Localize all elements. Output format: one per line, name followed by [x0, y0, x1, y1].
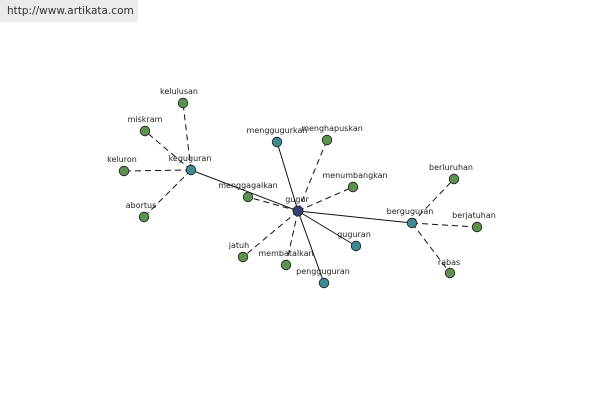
edge-berguguran-berjatuhan [411, 222, 478, 228]
node-menggugurkan[interactable] [271, 136, 283, 148]
edge-berguguran-rabas [411, 222, 451, 274]
node-kelulusan[interactable] [177, 97, 189, 109]
node-label-jatuh: jatuh [228, 241, 249, 250]
node-keluron[interactable] [118, 165, 130, 177]
node-layer [118, 97, 483, 289]
source-url-text[interactable]: http://www.artikata.com [7, 5, 134, 17]
node-menggagalkan[interactable] [242, 191, 254, 203]
node-label-menumbangkan: menumbangkan [322, 171, 387, 180]
edge-gugur-menumbangkan [297, 186, 354, 212]
node-label-menghapuskan: menghapuskan [301, 124, 363, 133]
edge-berguguran-berluruhan [411, 178, 455, 224]
node-label-berluruhan: berluruhan [429, 163, 473, 172]
node-pengguguran[interactable] [318, 277, 330, 289]
node-label-menggagalkan: menggagalkan [218, 181, 278, 190]
node-berguguran[interactable] [406, 217, 418, 229]
edge-gugur-menghapuskan [297, 139, 328, 212]
node-label-gugur: gugur [285, 195, 309, 204]
node-gugur[interactable] [292, 205, 304, 217]
node-menumbangkan[interactable] [347, 181, 359, 193]
edge-gugur-menggugurkan [276, 141, 299, 212]
edge-keguguran-keluron [123, 169, 192, 172]
edge-keguguran-miskram [144, 130, 192, 171]
node-keguguran[interactable] [185, 164, 197, 176]
node-label-kelulusan: kelulusan [160, 87, 198, 96]
edge-gugur-menggagalkan [247, 196, 299, 212]
edge-gugur-guguran [297, 210, 357, 247]
edge-gugur-pengguguran [297, 210, 325, 284]
label-layer: gugur keguguran berguguran menggugurkan gugu… [107, 87, 496, 276]
edge-keguguran-kelulusan [182, 102, 192, 171]
node-berluruhan[interactable] [448, 173, 460, 185]
node-membatalkan[interactable] [280, 259, 292, 271]
node-label-berjatuhan: berjatuhan [452, 211, 496, 220]
node-jatuh[interactable] [237, 251, 249, 263]
node-label-guguran: guguran [337, 230, 371, 239]
node-label-rabas: rabas [438, 258, 460, 267]
node-label-berguguran: berguguran [387, 207, 434, 216]
node-label-abortus: abortus [126, 201, 157, 210]
edge-gugur-berguguran [297, 210, 413, 224]
node-label-keguguran: keguguran [169, 154, 212, 163]
node-label-keluron: keluron [107, 155, 137, 164]
edge-gugur-jatuh [242, 210, 299, 258]
source-url-badge: http://www.artikata.com [0, 0, 138, 22]
node-abortus[interactable] [138, 211, 150, 223]
node-menghapuskan[interactable] [321, 134, 333, 146]
edge-layer [123, 102, 478, 284]
edge-gugur-keguguran [190, 169, 299, 212]
edge-keguguran-abortus [143, 169, 192, 218]
node-miskram[interactable] [139, 125, 151, 137]
node-label-membatalkan: membatalkan [258, 249, 313, 258]
node-rabas[interactable] [444, 267, 456, 279]
node-guguran[interactable] [350, 240, 362, 252]
node-label-miskram: miskram [128, 115, 163, 124]
node-label-menggugurkan: menggugurkan [247, 126, 308, 135]
node-label-pengguguran: pengguguran [296, 267, 350, 276]
node-berjatuhan[interactable] [471, 221, 483, 233]
